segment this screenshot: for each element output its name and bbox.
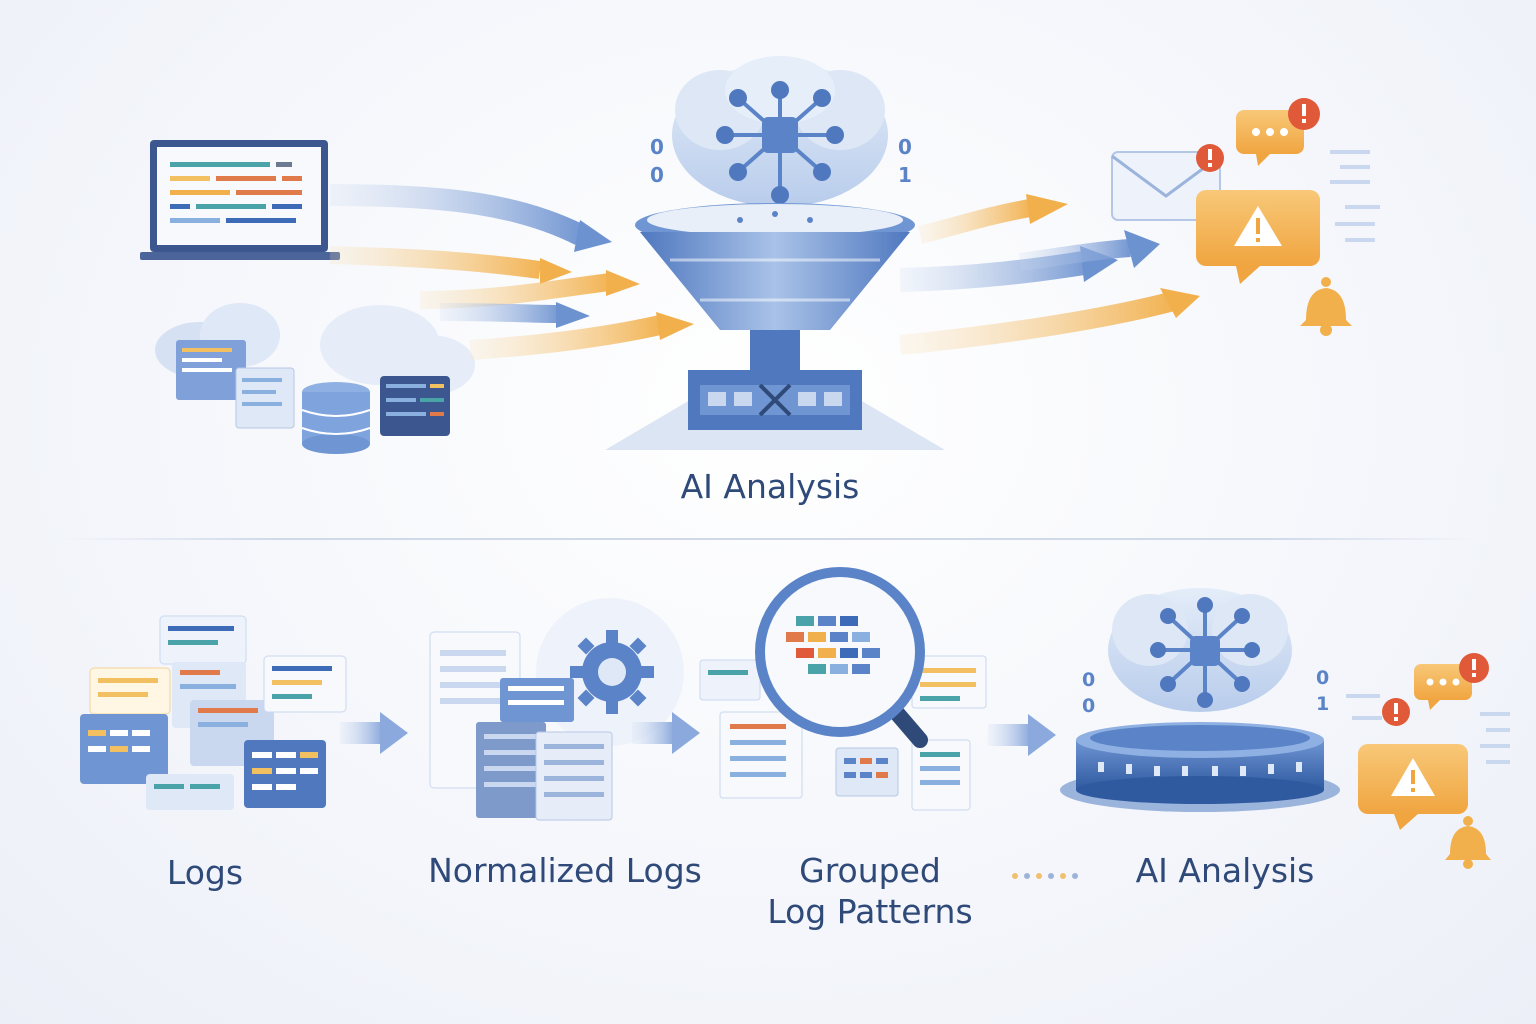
connector-dot <box>1060 873 1066 879</box>
connector-dot <box>1048 873 1054 879</box>
stage-label-logs: Logs <box>166 853 244 892</box>
connector-dot <box>1036 873 1042 879</box>
bell-icon <box>1445 816 1491 869</box>
flow-arrow <box>632 712 700 754</box>
magnifier-icon <box>755 567 928 748</box>
signal-lines <box>1330 150 1380 242</box>
top-stage-label: AI Analysis <box>680 467 860 506</box>
outgoing-flow-arrows <box>899 194 1200 355</box>
connector-dots <box>1012 864 1084 883</box>
signal-lines <box>1346 694 1510 764</box>
log-document-icon <box>176 340 295 429</box>
binary-digit: 0 <box>1082 669 1095 691</box>
chat-alert-icon <box>1414 653 1489 710</box>
warning-icon <box>1358 744 1468 830</box>
stage-label-normalized-logs: Normalized Logs <box>428 851 702 890</box>
logs-stack-icon <box>80 615 347 810</box>
stage-label-grouped-line1: Grouped <box>799 851 941 890</box>
gear-icon <box>570 630 654 714</box>
processor-base-icon <box>605 370 945 450</box>
flow-arrow <box>340 712 408 754</box>
alert-badge-icon <box>1196 144 1224 172</box>
chat-alert-icon <box>1236 98 1320 166</box>
server-icon <box>380 376 450 436</box>
warning-icon <box>1196 190 1320 284</box>
envelope-icon <box>1111 151 1221 221</box>
grouped-patterns-icon <box>699 655 987 811</box>
alert-badge-icon <box>1382 698 1410 726</box>
binary-digit: 0 <box>650 163 664 187</box>
connector-dot <box>1072 873 1078 879</box>
connector-dot <box>1012 873 1018 879</box>
laptop-icon <box>140 140 340 260</box>
bell-icon <box>1300 277 1352 336</box>
incoming-flow-arrows <box>329 184 694 360</box>
binary-digit: 0 <box>1082 695 1095 717</box>
ai-platform-icon <box>1060 722 1340 812</box>
brain-network-icon <box>1108 588 1292 712</box>
funnel-icon <box>635 203 915 370</box>
binary-digit: 1 <box>898 163 912 187</box>
connector-dot <box>1024 873 1030 879</box>
stage-label-grouped-line2: Log Patterns <box>767 892 973 931</box>
stage-label-ai-analysis: AI Analysis <box>1135 851 1315 890</box>
flow-arrow <box>988 714 1056 756</box>
normalized-logs-icon <box>429 598 684 821</box>
binary-digit: 0 <box>898 135 912 159</box>
brain-network-icon <box>672 56 888 207</box>
database-icon <box>301 382 371 454</box>
binary-digit: 0 <box>1316 667 1329 689</box>
binary-digit: 0 <box>650 135 664 159</box>
section-divider <box>60 538 1480 540</box>
binary-digit: 1 <box>1316 693 1329 715</box>
